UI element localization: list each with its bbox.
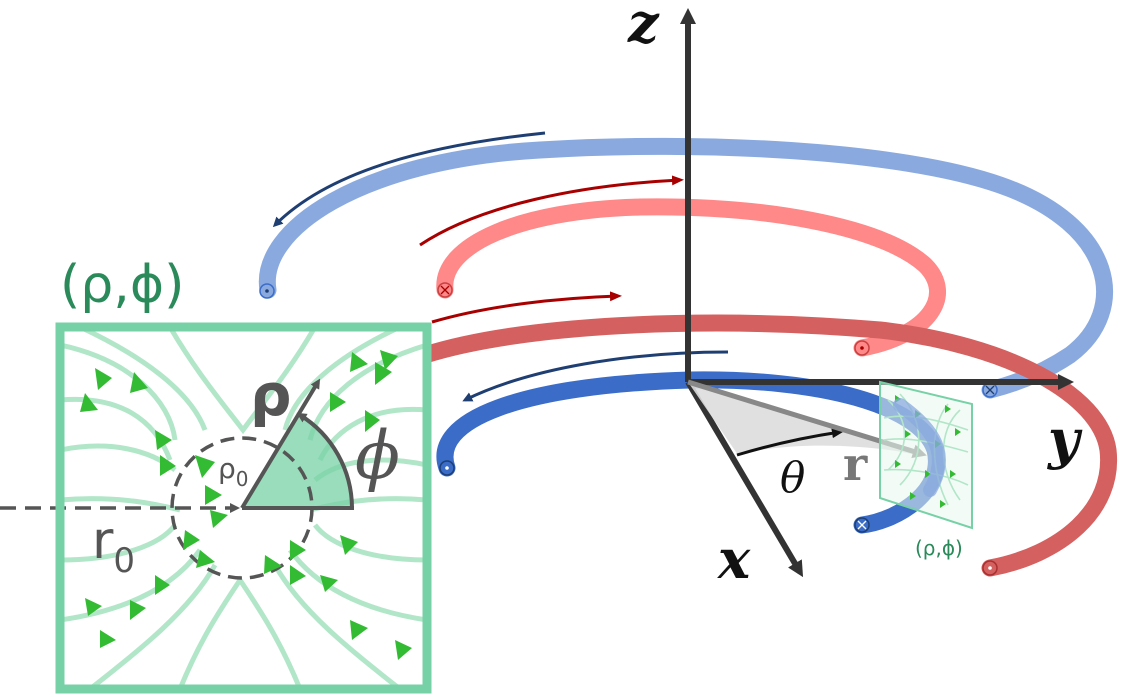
current-arrow-red	[419, 175, 684, 247]
phi-label: ϕ	[355, 417, 400, 494]
inset-field-lines	[60, 327, 427, 689]
y-axis-label: y	[1047, 407, 1083, 471]
coil-end-cross-mark	[985, 385, 995, 395]
inset-field-arrows	[80, 350, 412, 660]
r0-subscript: 0	[113, 541, 135, 581]
theta-arc-arrow	[736, 428, 844, 457]
inset-coord-label: (ρ,ϕ)	[60, 255, 184, 315]
x-axis-label: x	[717, 527, 751, 591]
r0-label: r0	[92, 511, 135, 581]
rho0-label: ρ0	[218, 452, 249, 491]
coil-end-dot-center	[860, 346, 864, 350]
coil-end-dot-center	[445, 466, 449, 470]
rho-label: ρ	[250, 361, 292, 429]
mini-panel-label: (ρ,ϕ)	[915, 536, 963, 560]
dark-red-coil	[416, 314, 1118, 577]
rho0-dashed-circle	[170, 436, 314, 580]
mini-cross-section-panel	[879, 380, 973, 530]
coil-end-dot-center	[988, 566, 992, 570]
r-label: r	[843, 437, 868, 491]
current-arrow-navy	[272, 131, 546, 228]
x-axis	[685, 380, 804, 578]
light-red-coil	[436, 198, 946, 357]
coil-end-cross-mark	[440, 285, 450, 295]
inset-frame	[55, 322, 432, 694]
rho0-subscript: 0	[236, 467, 249, 491]
current-arrow-red	[431, 291, 622, 324]
rho-vector	[240, 378, 321, 510]
phi-arc	[296, 412, 354, 509]
coil-through-panel	[893, 398, 946, 497]
light-blue-coil	[258, 137, 1113, 399]
z-axis-label: z	[627, 0, 660, 55]
coil-end-dot-center	[265, 289, 269, 293]
coil-end-cross-mark	[857, 520, 867, 530]
theta-label: θ	[780, 453, 805, 502]
